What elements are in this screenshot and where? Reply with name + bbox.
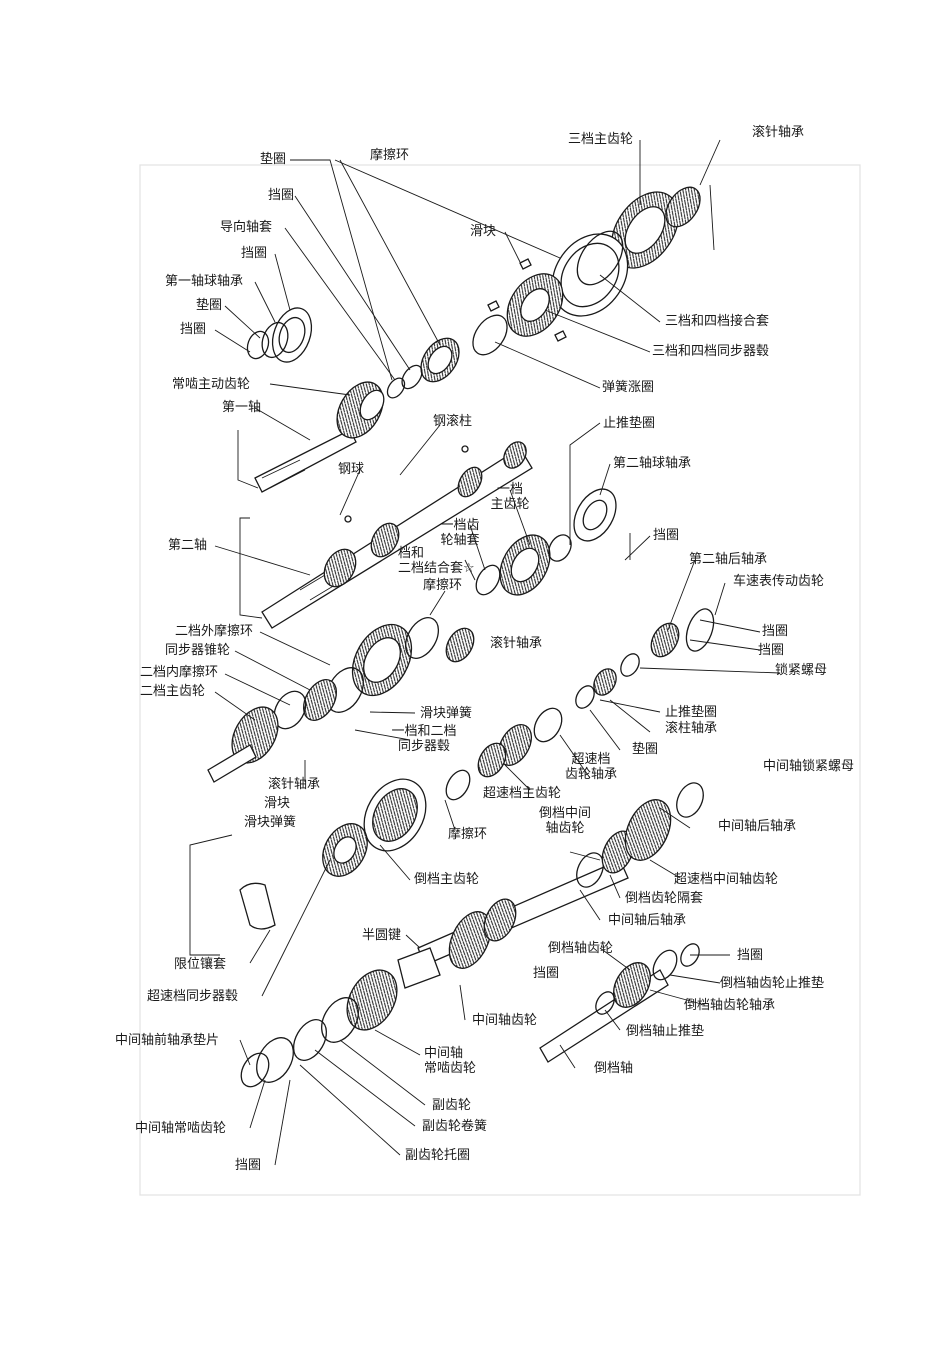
label-friction-ring-top: 摩擦环 [370, 148, 410, 163]
label-thrust-washer-2: 止推垫圈 [665, 705, 718, 720]
label-countershaft-rear-bearing-1: 中间轴后轴承 [718, 819, 797, 834]
leader-lines [189, 139, 781, 1166]
label-overdrive-counter-gear: 超速档中间轴齿轮 [674, 872, 779, 887]
label-slider-top: 滑块 [470, 224, 497, 239]
label-aux-gear-spring: 副齿轮卷簧 [422, 1119, 488, 1134]
label-roller-bearing: 滚柱轴承 [665, 721, 718, 736]
label-steel-ball: 钢球 [338, 462, 365, 477]
label-washer-3: 垫圈 [632, 742, 659, 757]
label-countershaft-rear-bearing-2: 中间轴后轴承 [608, 913, 687, 928]
label-reverse-gear-thrust: 倒档轴齿轮止推垫 [720, 976, 825, 991]
label-slider-spring: 滑块弹簧 [420, 706, 473, 721]
label-sleeve-34: 三档和四档接合套 [665, 314, 770, 329]
label-retaining-ring-4: 挡圈 [653, 528, 680, 543]
label-retaining-ring-1: 挡圈 [268, 188, 295, 203]
label-reverse-main-gear: 倒档主齿轮 [414, 872, 480, 887]
label-second-inner-friction: 二档内摩擦环 [140, 665, 219, 680]
label-steel-roller: 钢滚柱 [433, 414, 473, 429]
label-slider-spring-2: 滑块弹簧 [244, 815, 297, 830]
reverse-shaft-group [539, 943, 700, 1063]
label-second-main-gear: 二档主齿轮 [140, 684, 206, 699]
label-woodruff-key: 半圆键 [362, 928, 402, 943]
label-second-outer-friction: 二档外摩擦环 [175, 624, 254, 639]
label-retaining-ring-8: 挡圈 [533, 966, 560, 981]
label-counter-constant-gear-2: 中间轴常啮齿轮 [135, 1121, 227, 1136]
label-second-shaft-rear-bearing: 第二轴后轴承 [689, 552, 768, 567]
label-washer-top: 垫圈 [260, 152, 287, 167]
label-friction-ring-2: 摩擦环 [423, 578, 463, 593]
label-limit-sleeve: 限位镶套 [174, 957, 227, 972]
label-speedo-gear: 车速表传动齿轮 [733, 574, 825, 589]
label-second-shaft-ball-bearing: 第二轴球轴承 [613, 456, 692, 471]
label-reverse-counter-gear: 倒档中间 轴齿轮 [538, 806, 591, 836]
first-shaft-group [246, 186, 701, 493]
label-countershaft-front-shim: 中间轴前轴承垫片 [115, 1033, 220, 1048]
label-countershaft-gear: 中间轴齿轮 [472, 1013, 538, 1028]
label-reverse-gear-bearing: 倒档轴齿轮轴承 [684, 998, 776, 1013]
label-overdrive-sleeve: 超速档 齿轮轴承 [564, 752, 617, 782]
label-overdrive-hub: 超速档同步器毂 [147, 989, 239, 1004]
label-reverse-shaft-thrust: 倒档轴止推垫 [626, 1024, 705, 1039]
label-reverse-shaft-gear: 倒档轴齿轮 [548, 941, 614, 956]
label-sleeve-12: 档和 二档结合套☆ [398, 546, 475, 576]
label-first-main-gear: 一档 主齿轮 [490, 482, 530, 512]
label-guide-sleeve: 导向轴套 [220, 220, 273, 235]
synchronizer-group [207, 617, 563, 801]
label-thrust-washer-1: 止推垫圈 [603, 416, 656, 431]
label-washer-2: 垫圈 [196, 298, 223, 313]
label-slider-2: 滑块 [264, 796, 291, 811]
label-constant-drive-gear: 常啮主动齿轮 [172, 377, 251, 392]
label-retaining-ring-6: 挡圈 [758, 643, 785, 658]
label-hub-12: 一档和二档 同步器毂 [391, 724, 457, 754]
label-first-shaft-ball-bearing: 第一轴球轴承 [165, 274, 244, 289]
label-hub-34: 三档和四档同步器毂 [652, 344, 770, 359]
label-needle-bearing-top: 滚针轴承 [752, 125, 805, 140]
label-lock-nut: 锁紧螺母 [775, 663, 828, 678]
label-needle-bearing-2: 滚针轴承 [490, 636, 543, 651]
label-first-shaft: 第一轴 [222, 400, 262, 415]
label-retaining-ring-3: 挡圈 [180, 322, 207, 337]
label-first-gear-sleeve: 一档齿 轮轴套 [440, 518, 480, 548]
label-reverse-shaft: 倒档轴 [594, 1061, 634, 1076]
label-aux-gear: 副齿轮 [432, 1098, 472, 1113]
overdrive-group [239, 778, 427, 930]
label-reverse-gear-spacer: 倒档齿轮隔套 [625, 891, 704, 906]
label-retaining-ring-9: 挡圈 [235, 1158, 262, 1173]
label-aux-gear-carrier: 副齿轮托圈 [405, 1148, 471, 1163]
label-needle-bearing-3: 滚针轴承 [268, 777, 321, 792]
label-overdrive-main-gear: 超速档主齿轮 [483, 786, 562, 801]
label-sync-cone: 同步器锥轮 [165, 643, 231, 658]
label-third-gear: 三档主齿轮 [568, 132, 634, 147]
second-shaft-group [261, 441, 715, 709]
label-retaining-ring-5: 挡圈 [762, 624, 789, 639]
label-retaining-ring-2: 挡圈 [241, 246, 268, 261]
countershaft-group [240, 782, 704, 1088]
label-second-shaft: 第二轴 [168, 538, 208, 553]
label-countershaft-lock-nut: 中间轴锁紧螺母 [763, 759, 855, 774]
label-friction-ring-3: 摩擦环 [448, 827, 488, 842]
label-retaining-ring-7: 挡圈 [737, 948, 764, 963]
label-counter-constant-gear-1: 中间轴 常啮齿轮 [424, 1046, 477, 1076]
label-spring-ring: 弹簧涨圈 [602, 380, 655, 395]
